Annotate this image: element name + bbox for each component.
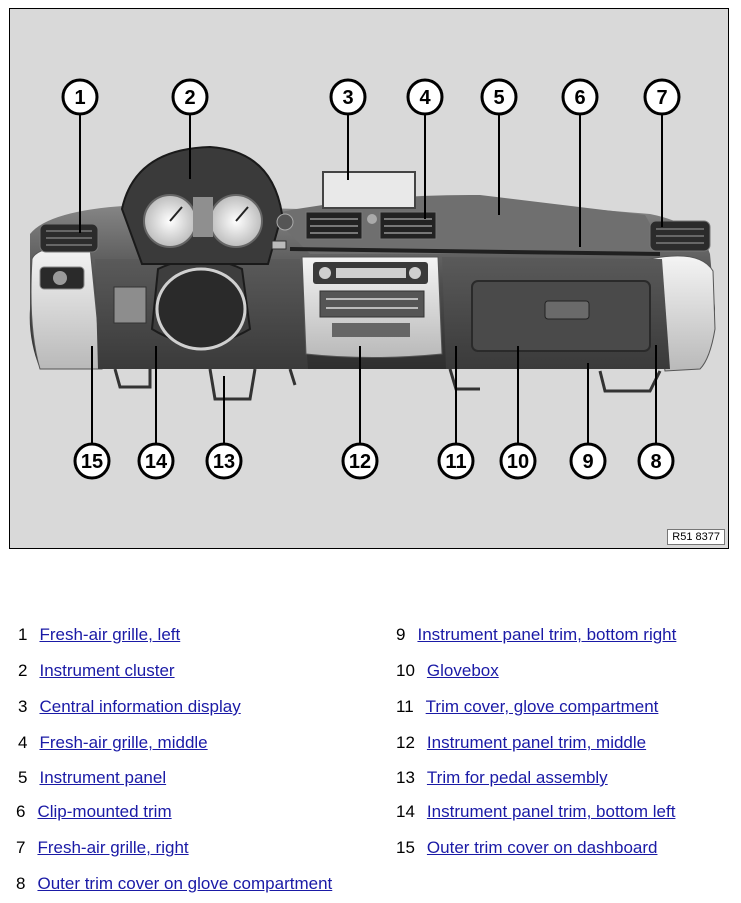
legend-number: 5 — [18, 768, 28, 787]
callout-7: 7 — [643, 78, 681, 116]
legend-number: 15 — [396, 838, 415, 857]
legend-number: 11 — [396, 697, 414, 716]
callout-11: 11 — [437, 442, 475, 480]
callout-9: 9 — [569, 442, 607, 480]
legend-link[interactable]: Fresh-air grille, middle — [39, 733, 208, 752]
legend-link[interactable]: Instrument cluster — [39, 661, 175, 680]
svg-text:13: 13 — [213, 451, 235, 473]
legend-item-2: 2 Instrument cluster — [18, 660, 175, 682]
legend-number: 4 — [18, 733, 28, 752]
legend-number: 7 — [16, 838, 26, 857]
callout-15: 15 — [73, 442, 111, 480]
legend-link[interactable]: Fresh-air grille, right — [37, 838, 189, 857]
svg-text:12: 12 — [349, 451, 371, 473]
legend-number: 12 — [396, 733, 415, 752]
callout-10: 10 — [499, 442, 537, 480]
callout-6: 6 — [561, 78, 599, 116]
dashboard-diagram: 1 2 3 4 5 6 7 8 9 10 11 12 13 14 15 R51 … — [9, 8, 729, 549]
legend-link[interactable]: Glovebox — [426, 661, 499, 680]
central-information-display — [322, 171, 416, 209]
legend-link[interactable]: Fresh-air grille, left — [39, 625, 181, 644]
legend-item-10: 10 Glovebox — [396, 660, 499, 682]
callout-3: 3 — [329, 78, 367, 116]
legend-link[interactable]: Trim for pedal assembly — [426, 768, 608, 787]
legend-item-11: 11 Trim cover, glove compartment — [396, 696, 658, 718]
callout-4: 4 — [406, 78, 444, 116]
legend-item-3: 3 Central information display — [18, 696, 241, 718]
steering-column-opening — [155, 267, 247, 351]
legend-number: 1 — [18, 625, 28, 644]
legend-number: 2 — [18, 661, 28, 680]
legend-link[interactable]: Trim cover, glove compartment — [425, 697, 659, 716]
legend-item-14: 14 Instrument panel trim, bottom left — [396, 801, 675, 823]
cluster-center-display — [193, 197, 213, 237]
legend-item-6: 6 Clip-mounted trim — [16, 801, 172, 823]
svg-text:14: 14 — [145, 451, 168, 473]
legend-link[interactable]: Instrument panel — [39, 768, 167, 787]
left-grille-slats — [46, 230, 92, 246]
legend-item-12: 12 Instrument panel trim, middle — [396, 732, 646, 754]
clip-mounted-trim-line — [289, 247, 661, 256]
figure-reference-code: R51 8377 — [667, 529, 725, 545]
svg-text:11: 11 — [445, 451, 466, 473]
callout-13: 13 — [205, 442, 243, 480]
small-switch — [271, 240, 287, 250]
callout-5: 5 — [480, 78, 518, 116]
svg-text:8: 8 — [650, 451, 661, 473]
callout-8: 8 — [637, 442, 675, 480]
svg-text:2: 2 — [184, 87, 195, 109]
legend-link[interactable]: Outer trim cover on glove compartment — [37, 874, 333, 893]
svg-text:6: 6 — [574, 87, 585, 109]
legend-link[interactable]: Clip-mounted trim — [37, 802, 172, 821]
svg-text:3: 3 — [342, 87, 353, 109]
right-grille-slats — [656, 228, 704, 244]
callout-12: 12 — [341, 442, 379, 480]
legend-item-7: 7 Fresh-air grille, right — [16, 837, 189, 859]
svg-text:5: 5 — [493, 87, 504, 109]
legend-number: 13 — [396, 768, 415, 787]
callout-14: 14 — [137, 442, 175, 480]
start-button — [276, 213, 294, 231]
glovebox-handle — [544, 300, 590, 320]
svg-text:15: 15 — [81, 451, 103, 473]
hazard-button — [367, 214, 377, 224]
legend-link[interactable]: Instrument panel trim, bottom left — [426, 802, 676, 821]
legend-link[interactable]: Instrument panel trim, middle — [426, 733, 647, 752]
legend-link[interactable]: Instrument panel trim, bottom right — [417, 625, 677, 644]
leader-lines — [79, 115, 663, 443]
svg-text:10: 10 — [507, 451, 529, 473]
callout-2: 2 — [171, 78, 209, 116]
lower-switch-bar — [332, 323, 410, 337]
lower-brackets — [113, 368, 662, 401]
legend-item-13: 13 Trim for pedal assembly — [396, 767, 608, 789]
legend-item-5: 5 Instrument panel — [18, 767, 166, 789]
audio-slot-lines — [326, 298, 418, 309]
audio-unit — [319, 290, 425, 318]
legend-number: 8 — [16, 874, 26, 893]
legend-number: 9 — [396, 625, 406, 644]
climate-buttons — [319, 267, 421, 279]
legend-item-4: 4 Fresh-air grille, middle — [18, 732, 208, 754]
svg-text:4: 4 — [419, 87, 431, 109]
legend-number: 10 — [396, 661, 415, 680]
legend-number: 3 — [18, 697, 28, 716]
legend-link[interactable]: Outer trim cover on dashboard — [426, 838, 658, 857]
legend-item-1: 1 Fresh-air grille, left — [18, 624, 180, 646]
legend-item-9: 9 Instrument panel trim, bottom right — [396, 624, 676, 646]
dashboard-illustration: 1 2 3 4 5 6 7 8 9 10 11 12 13 14 15 — [29, 78, 716, 480]
left-storage-panel — [113, 286, 147, 324]
dashboard-top-surface — [270, 194, 657, 254]
legend-item-15: 15 Outer trim cover on dashboard — [396, 837, 657, 859]
speedometer-needle — [169, 206, 183, 222]
svg-text:1: 1 — [74, 87, 85, 109]
callout-1: 1 — [61, 78, 99, 116]
svg-text:9: 9 — [582, 451, 593, 473]
legend-item-8: 8 Outer trim cover on glove compartment — [16, 873, 332, 895]
legend-number: 6 — [16, 802, 26, 821]
svg-text:7: 7 — [656, 87, 667, 109]
light-switch-knob — [53, 271, 67, 285]
tachometer-needle — [235, 206, 249, 222]
legend-number: 14 — [396, 802, 415, 821]
legend-link[interactable]: Central information display — [39, 697, 241, 716]
